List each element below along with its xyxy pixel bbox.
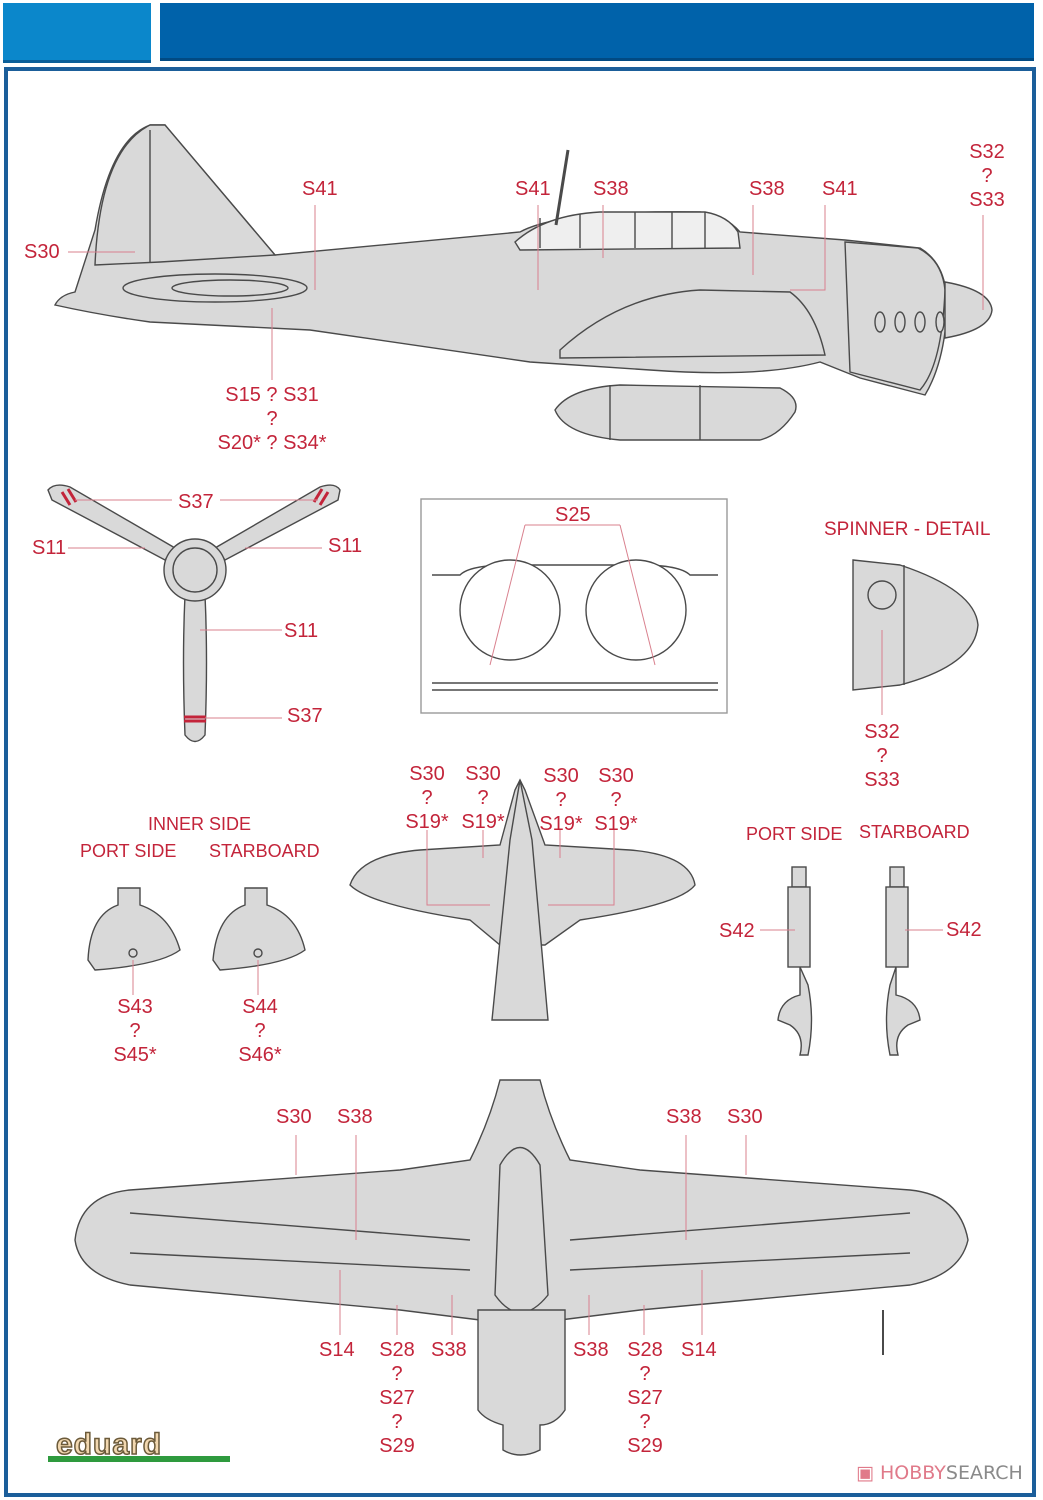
label-s41-aft: S41 bbox=[302, 178, 338, 200]
label-underside-s28-left: S28 ? S27 ? S29 bbox=[379, 1339, 415, 1457]
header-block-right bbox=[160, 3, 1034, 61]
label-prop-s37-bottom: S37 bbox=[287, 705, 323, 727]
label-s38-fwd: S38 bbox=[749, 178, 785, 200]
side-wing-root bbox=[559, 289, 826, 359]
label-tailplane-callout-4: S30 ? S19* bbox=[594, 765, 638, 835]
landing-gear-starboard bbox=[885, 866, 921, 1056]
spinner-detail-title: SPINNER - DETAIL bbox=[824, 519, 991, 540]
prop-blade-upper-right bbox=[213, 484, 341, 561]
label-underside-s28-right: S28 ? S27 ? S29 bbox=[627, 1339, 663, 1457]
label-underside-s38-bottom-left: S38 bbox=[431, 1339, 467, 1361]
label-underside-s30-left: S30 bbox=[276, 1106, 312, 1128]
prop-blade-bottom bbox=[182, 594, 208, 743]
label-wheel-cover-starboard-callout: S44 ? S46* bbox=[238, 996, 282, 1066]
label-underside-s38-right: S38 bbox=[666, 1106, 702, 1128]
header-block-left bbox=[3, 3, 151, 63]
hobby-search-logo-icon: ▣ bbox=[856, 1462, 874, 1484]
eduard-logo-bar bbox=[48, 1456, 230, 1462]
label-wheel-well-s25: S25 bbox=[555, 504, 591, 526]
label-spinner-callout: S32 ? S33 bbox=[969, 141, 1005, 211]
label-prop-s11-left: S11 bbox=[32, 537, 67, 559]
wheel-covers-heading: INNER SIDE bbox=[148, 814, 252, 834]
label-underside-s14-right: S14 bbox=[681, 1339, 717, 1361]
label-underside-s38-left: S38 bbox=[337, 1106, 373, 1128]
label-spinner-detail-callout: S32 ? S33 bbox=[864, 721, 900, 791]
leader-lines bbox=[68, 205, 984, 1335]
label-s41-fwd: S41 bbox=[822, 178, 858, 200]
hobby-search-watermark: ▣ HOBBYSEARCH bbox=[856, 1462, 1023, 1484]
wheel-cover-starboard bbox=[212, 887, 306, 971]
wheel-covers-port-label: PORT SIDE bbox=[80, 841, 177, 861]
prop-blade-upper-left bbox=[47, 484, 177, 561]
label-underside-s38-bottom-right: S38 bbox=[573, 1339, 609, 1361]
label-fuselage-callout: S15 ? S31 ? S20* ? S34* bbox=[217, 384, 327, 454]
eduard-logo: eduard bbox=[48, 1427, 230, 1462]
tail-fuselage bbox=[491, 779, 549, 1021]
side-hinomaru bbox=[122, 273, 308, 303]
label-gear-port-s42: S42 bbox=[719, 920, 755, 942]
label-prop-s11-bottom: S11 bbox=[284, 620, 319, 642]
underside-drop-tank bbox=[494, 1147, 549, 1313]
side-drop-tank bbox=[554, 384, 797, 441]
underside-view bbox=[74, 1079, 969, 1456]
label-underside-s30-right: S30 bbox=[727, 1106, 763, 1128]
label-tailplane-callout-1: S30 ? S19* bbox=[405, 763, 449, 833]
gear-starboard-label: STARBOARD bbox=[859, 822, 970, 842]
propeller-drawing bbox=[47, 484, 341, 743]
label-gear-starboard-s42: S42 bbox=[946, 919, 982, 941]
label-s30-fin: S30 bbox=[24, 241, 60, 263]
label-s41-cockpit: S41 bbox=[515, 178, 551, 200]
tailplane-view bbox=[349, 778, 696, 1021]
gear-port-label: PORT SIDE bbox=[746, 824, 843, 844]
wheel-covers-starboard-label: STARBOARD bbox=[209, 841, 320, 861]
side-view-aircraft bbox=[53, 124, 993, 441]
side-canopy bbox=[514, 211, 741, 251]
label-s38-cockpit: S38 bbox=[593, 178, 629, 200]
label-prop-s37-top: S37 bbox=[178, 491, 214, 513]
wheel-well-detail bbox=[420, 498, 728, 714]
spinner-detail-drawing bbox=[852, 559, 979, 691]
wheel-cover-port bbox=[87, 887, 181, 971]
label-tailplane-callout-2: S30 ? S19* bbox=[461, 763, 505, 833]
label-underside-s14-left: S14 bbox=[319, 1339, 355, 1361]
label-prop-s11-right: S11 bbox=[328, 535, 363, 557]
side-cowling bbox=[844, 241, 946, 391]
side-tail-fin bbox=[94, 124, 277, 266]
label-tailplane-callout-3: S30 ? S19* bbox=[539, 765, 583, 835]
label-wheel-cover-port-callout: S43 ? S45* bbox=[113, 996, 157, 1066]
underside-engine bbox=[477, 1309, 566, 1456]
side-spinner bbox=[944, 281, 993, 339]
landing-gear-port bbox=[777, 866, 813, 1056]
